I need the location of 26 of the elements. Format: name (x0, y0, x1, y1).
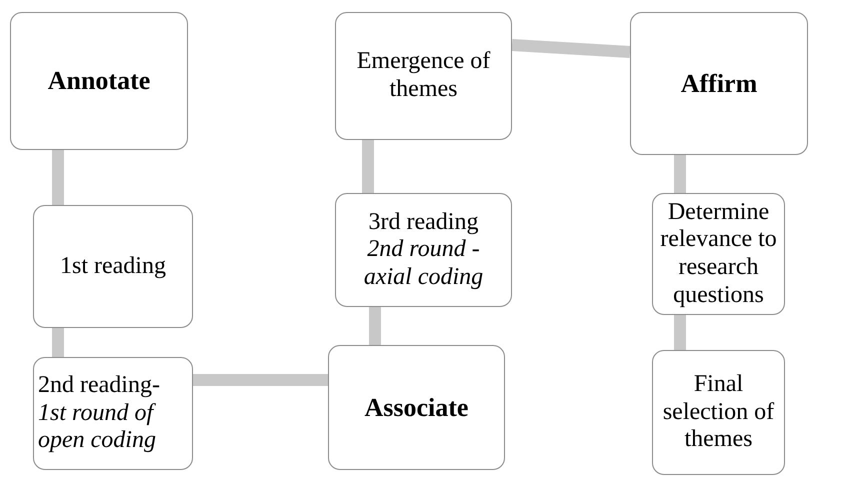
step-box (33, 357, 193, 470)
connector-line (52, 150, 64, 205)
step-box (328, 345, 505, 470)
step-label: Final selection of themes (662, 371, 776, 454)
step-label: 3rd reading 2nd round - axial coding (362, 208, 484, 292)
step-box (33, 205, 193, 328)
connector-line (512, 39, 630, 58)
connector-line (362, 140, 374, 193)
step-label: Annotate (48, 66, 150, 96)
step-label: 1st reading (60, 252, 166, 280)
step-box (10, 12, 188, 150)
step-label: Emergence of themes (356, 48, 492, 104)
step-label: Affirm (680, 68, 758, 98)
step-box (652, 350, 785, 475)
step-label: 2nd reading-1st round of open coding (38, 372, 161, 455)
connector-line (674, 315, 686, 350)
step-box (335, 193, 512, 307)
connector-line (52, 328, 64, 357)
connector-line (193, 374, 328, 386)
step-label: Associate (364, 392, 468, 422)
step-box (335, 12, 512, 140)
step-label: Determine relevance to research questions (659, 198, 778, 310)
connector-line (369, 307, 381, 345)
step-box (630, 12, 808, 155)
connector-line (674, 155, 686, 193)
step-box (652, 193, 785, 315)
